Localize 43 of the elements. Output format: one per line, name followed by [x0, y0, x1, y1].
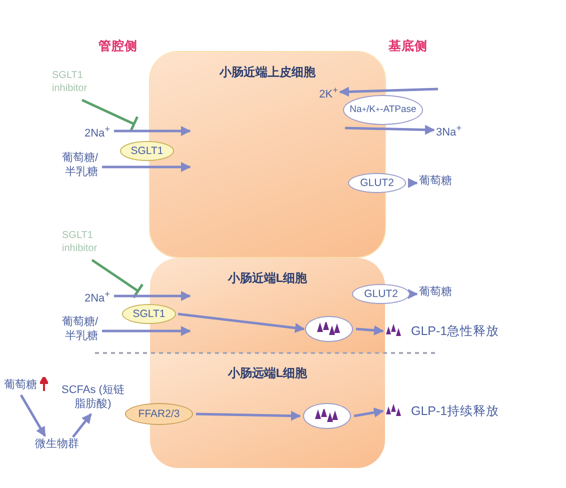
- molecule-label: 2Na$^{+}$: [70, 289, 110, 303]
- arrow: [102, 326, 191, 336]
- side-label: 管腔侧: [98, 38, 138, 55]
- arrow: [408, 289, 418, 299]
- molecule-label: 3Na$^{+}$: [436, 123, 476, 137]
- arrow: [178, 312, 305, 333]
- vesicle-drawing: [303, 403, 351, 429]
- molecule-label: 葡萄糖/半乳糖: [58, 152, 98, 182]
- vesicle-drawing: [305, 316, 353, 342]
- arrow: [20, 394, 46, 437]
- molecule-label: 微生物群: [22, 438, 92, 456]
- receptor-ellipse: SGLT1: [120, 141, 174, 161]
- side-label: 基底侧: [388, 38, 428, 55]
- molecule-label: SCFAs (短链脂肪酸): [60, 384, 126, 414]
- arrow: [344, 124, 435, 135]
- molecule-label: 葡萄糖/半乳糖: [58, 316, 98, 346]
- arrow: [408, 178, 418, 188]
- arrow: [354, 408, 384, 418]
- arrow: [339, 86, 438, 97]
- cell-heading: 小肠近端上皮细胞: [218, 64, 316, 81]
- release-label: GLP-1持续释放: [411, 402, 500, 420]
- receptor-ellipse: SGLT1: [122, 304, 176, 324]
- arrow: [72, 413, 92, 438]
- cell-heading: 小肠近端L细胞: [226, 270, 308, 287]
- glucose-label: 葡萄糖: [4, 378, 37, 392]
- inhibition-line: [81, 98, 139, 133]
- cell-heading: 小肠远端L细胞: [226, 365, 308, 382]
- molecule-label: 2K$^{+}$: [308, 85, 338, 99]
- inhibitor-label: SGLT1 inhibitor: [52, 70, 102, 98]
- arrow: [114, 291, 191, 301]
- inhibition-line: [91, 258, 144, 299]
- molecule-label: 2Na$^{+}$: [70, 124, 110, 138]
- molecule-label: 葡萄糖: [419, 286, 469, 302]
- inhibitor-label: SGLT1 inhibitor: [62, 230, 112, 258]
- release-label: GLP-1急性释放: [411, 322, 500, 340]
- arrow: [114, 126, 191, 136]
- receptor-ellipse: FFAR2/3: [125, 403, 193, 425]
- transporter-ellipse: GLUT2: [348, 173, 406, 193]
- arrow: [102, 162, 191, 172]
- arrow: [196, 410, 301, 421]
- molecule-label: 葡萄糖: [419, 175, 469, 191]
- transporter-ellipse: GLUT2: [352, 284, 410, 304]
- arrow: [356, 325, 384, 336]
